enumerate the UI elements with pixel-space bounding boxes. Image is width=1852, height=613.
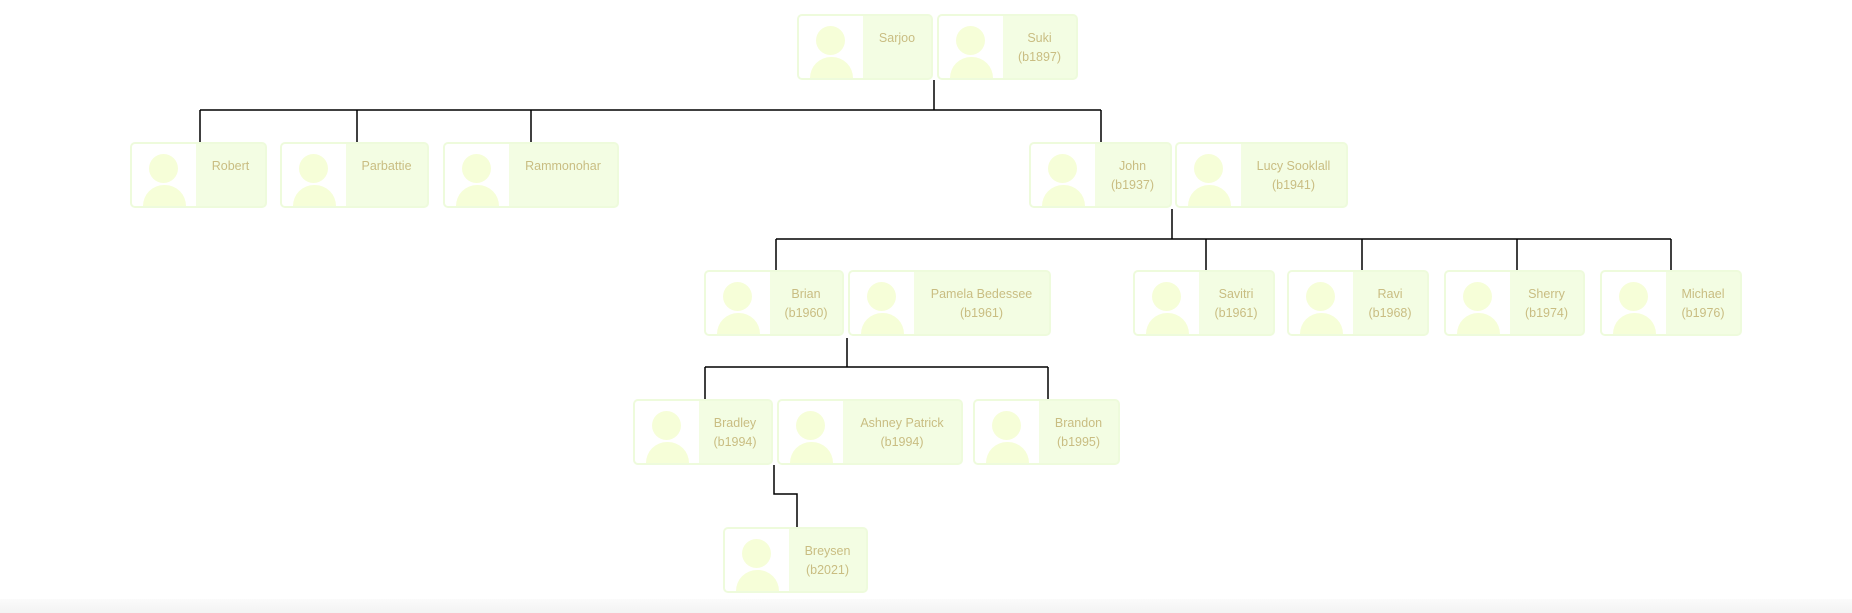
person-birth: (b1976): [1681, 306, 1725, 320]
person-card-ravi[interactable]: Ravi (b1968): [1287, 270, 1429, 336]
person-birth: (b1968): [1368, 306, 1412, 320]
person-name: Lucy Sooklall: [1256, 159, 1331, 173]
person-card-suki[interactable]: Suki (b1897): [937, 14, 1078, 80]
person-card-lucy[interactable]: Lucy Sooklall (b1941): [1175, 142, 1348, 208]
person-card-bradley[interactable]: Bradley (b1994): [633, 399, 773, 465]
person-card-savitri[interactable]: Savitri (b1961): [1133, 270, 1275, 336]
person-card-robert[interactable]: Robert: [130, 142, 267, 208]
person-info: Breysen (b2021): [789, 529, 866, 591]
person-birth: (b1961): [1214, 306, 1258, 320]
person-info: Parbattie: [346, 144, 427, 206]
person-card-brandon[interactable]: Brandon (b1995): [973, 399, 1120, 465]
connector-gen2: [775, 209, 1672, 270]
person-card-ashney[interactable]: Ashney Patrick (b1994): [777, 399, 963, 465]
person-info: Savitri (b1961): [1199, 272, 1273, 334]
person-info: Rammonohar: [509, 144, 617, 206]
person-name: John: [1118, 159, 1147, 173]
person-birth: (b1941): [1271, 178, 1316, 192]
person-birth: (b1995): [1056, 435, 1101, 449]
person-name: Rammonohar: [525, 159, 601, 173]
person-info: Ravi (b1968): [1353, 272, 1427, 334]
avatar-placeholder-icon: [445, 144, 509, 206]
person-birth: (b1937): [1110, 178, 1155, 192]
bottom-scroll-area: [0, 599, 1852, 613]
person-birth: (b1974): [1524, 306, 1569, 320]
person-name: Brian: [791, 287, 821, 301]
avatar-placeholder-icon: [132, 144, 196, 206]
person-card-breysen[interactable]: Breysen (b2021): [723, 527, 868, 593]
person-name: Ravi: [1377, 287, 1403, 301]
person-name: Brandon: [1054, 416, 1103, 430]
person-info: John (b1937): [1095, 144, 1170, 206]
person-name: Pamela Bedessee: [930, 287, 1033, 301]
person-birth: (b1961): [959, 306, 1004, 320]
person-info: Pamela Bedessee (b1961): [914, 272, 1049, 334]
person-name: Sherry: [1528, 287, 1565, 301]
person-name: Savitri: [1218, 287, 1254, 301]
person-info: Robert: [196, 144, 265, 206]
person-name: Bradley: [713, 416, 757, 430]
avatar-placeholder-icon: [799, 16, 863, 78]
person-card-john[interactable]: John (b1937): [1029, 142, 1172, 208]
person-info: Sherry (b1974): [1510, 272, 1583, 334]
avatar-placeholder-icon: [939, 16, 1003, 78]
avatar-placeholder-icon: [1135, 272, 1199, 334]
avatar-placeholder-icon: [706, 272, 770, 334]
person-card-pamela[interactable]: Pamela Bedessee (b1961): [848, 270, 1051, 336]
avatar-placeholder-icon: [975, 401, 1039, 463]
avatar-placeholder-icon: [725, 529, 789, 591]
person-card-brian[interactable]: Brian (b1960): [704, 270, 844, 336]
person-card-michael[interactable]: Michael (b1976): [1600, 270, 1742, 336]
person-card-sherry[interactable]: Sherry (b1974): [1444, 270, 1585, 336]
person-card-rammonohar[interactable]: Rammonohar: [443, 142, 619, 208]
avatar-placeholder-icon: [1446, 272, 1510, 334]
person-info: Ashney Patrick (b1994): [843, 401, 961, 463]
avatar-placeholder-icon: [1177, 144, 1241, 206]
person-birth: (b1960): [784, 306, 828, 320]
person-name: Ashney Patrick: [860, 416, 944, 430]
person-info: Sarjoo: [863, 16, 931, 78]
avatar-placeholder-icon: [779, 401, 843, 463]
avatar-placeholder-icon: [635, 401, 699, 463]
avatar-placeholder-icon: [1289, 272, 1353, 334]
person-info: Suki (b1897): [1003, 16, 1076, 78]
person-info: Lucy Sooklall (b1941): [1241, 144, 1346, 206]
person-birth: (b1897): [1017, 50, 1062, 64]
person-info: Brandon (b1995): [1039, 401, 1118, 463]
avatar-placeholder-icon: [282, 144, 346, 206]
avatar-placeholder-icon: [1031, 144, 1095, 206]
person-name: Parbattie: [361, 159, 412, 173]
avatar-placeholder-icon: [850, 272, 914, 334]
connector-gen3: [704, 338, 1049, 399]
person-name: Sarjoo: [878, 31, 916, 45]
person-birth: (b1994): [880, 435, 924, 449]
person-birth: (b1994): [713, 435, 757, 449]
person-card-parbattie[interactable]: Parbattie: [280, 142, 429, 208]
person-info: Michael (b1976): [1666, 272, 1740, 334]
avatar-placeholder-icon: [1602, 272, 1666, 334]
connector-gen1: [199, 80, 1102, 142]
person-name: Michael: [1681, 287, 1725, 301]
person-name: Robert: [211, 159, 250, 173]
person-birth: (b2021): [805, 563, 850, 577]
person-name: Suki: [1027, 31, 1052, 45]
person-info: Brian (b1960): [770, 272, 842, 334]
person-info: Bradley (b1994): [699, 401, 771, 463]
person-name: Breysen: [804, 544, 851, 558]
person-card-sarjoo[interactable]: Sarjoo: [797, 14, 933, 80]
connector-gen4: [773, 465, 798, 527]
